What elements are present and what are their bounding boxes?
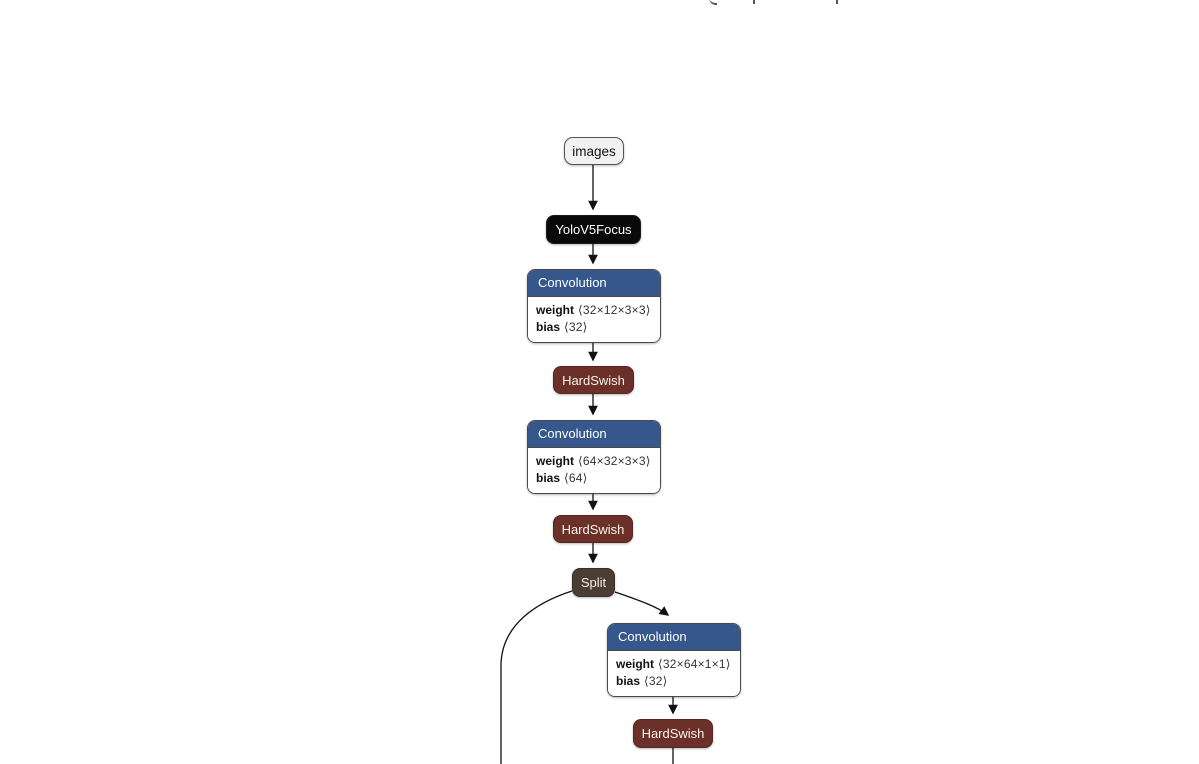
param-row: bias⟨64⟩ [536,470,652,487]
param-name: bias [616,674,641,688]
conv-node-params: weight ⟨32×64×1×1⟩ bias⟨32⟩ [608,651,740,696]
split-node[interactable]: Split [572,568,615,597]
activation-node-hardswish-3[interactable]: HardSwish [633,719,713,748]
conv-node-3[interactable]: Convolution weight ⟨32×64×1×1⟩ bias⟨32⟩ [607,623,741,697]
node-label: Split [580,575,607,590]
conv-node-header: Convolution [528,270,660,297]
clipped-text-fragment [836,0,838,4]
param-name: bias [536,320,561,334]
param-value: ⟨32×64×1×1⟩ [658,657,731,671]
activation-node-hardswish-2[interactable]: HardSwish [553,515,633,543]
conv-node-header: Convolution [608,624,740,651]
param-row: bias⟨32⟩ [616,673,732,690]
param-name: bias [536,471,561,485]
node-label: HardSwish [562,372,625,388]
node-label: images [572,143,616,159]
node-label: Convolution [538,275,607,290]
clipped-text-fragment [709,0,717,5]
input-node-images[interactable]: images [564,137,624,165]
conv-node-header: Convolution [528,421,660,448]
edge-split-to-conv3 [614,591,670,616]
conv-node-2[interactable]: Convolution weight ⟨64×32×3×3⟩ bias⟨64⟩ [527,420,661,494]
param-row: bias⟨32⟩ [536,319,652,336]
param-value: ⟨64×32×3×3⟩ [578,454,651,468]
node-label: Convolution [618,629,687,644]
param-value: ⟨32⟩ [564,320,588,334]
conv-node-params: weight ⟨32×12×3×3⟩ bias⟨32⟩ [528,297,660,342]
node-label: HardSwish [641,726,705,741]
clipped-text-fragment [753,0,755,4]
layer-node-yolov5focus[interactable]: YoloV5Focus [546,215,641,244]
conv-node-params: weight ⟨64×32×3×3⟩ bias⟨64⟩ [528,448,660,493]
param-name: weight [536,303,574,317]
param-row: weight ⟨32×12×3×3⟩ [536,302,652,319]
param-row: weight ⟨64×32×3×3⟩ [536,453,652,470]
conv-node-1[interactable]: Convolution weight ⟨32×12×3×3⟩ bias⟨32⟩ [527,269,661,343]
node-label: Convolution [538,426,607,441]
activation-node-hardswish-1[interactable]: HardSwish [553,366,634,394]
param-row: weight ⟨32×64×1×1⟩ [616,656,732,673]
node-label: YoloV5Focus [555,222,632,237]
param-value: ⟨32×12×3×3⟩ [578,303,651,317]
param-name: weight [616,657,654,671]
param-name: weight [536,454,574,468]
param-value: ⟨32⟩ [644,674,668,688]
node-label: HardSwish [561,521,625,537]
edge-split-left-branch [500,590,573,764]
param-value: ⟨64⟩ [564,471,588,485]
